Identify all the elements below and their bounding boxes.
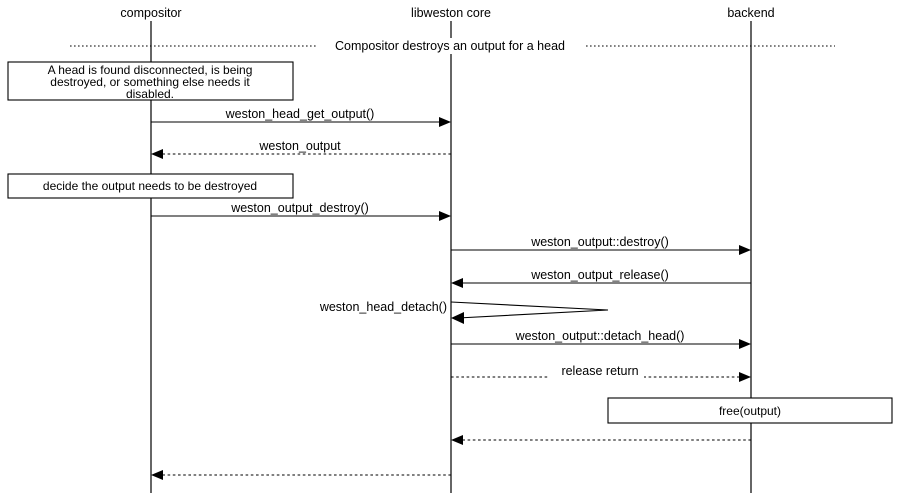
message-weston-head-detach-self-label: weston_head_detach() <box>319 300 447 314</box>
message-release-return-label-backdrop <box>548 365 644 379</box>
message-weston-output-destroy-label: weston_output_destroy() <box>230 201 369 215</box>
separator-text-backdrop <box>316 38 584 54</box>
message-release-return: release return <box>451 364 751 382</box>
note-free-output: free(output) <box>607 397 893 424</box>
message-weston-output-release-arrowhead <box>451 278 463 288</box>
message-backend-return <box>451 435 751 445</box>
message-weston-output-destroy: weston_output_destroy() <box>151 201 451 221</box>
actor-headers: compositor libweston core backend <box>120 6 774 20</box>
note-free-output-box <box>607 397 893 424</box>
message-core-return <box>151 470 451 480</box>
message-weston-output-return-arrowhead <box>151 149 163 159</box>
note-head-disconnected-line-2: destroyed, or something else needs it <box>50 75 250 89</box>
message-weston-output-detach-head-arrowhead <box>739 339 751 349</box>
message-weston-head-get-output: weston_head_get_output() <box>151 107 451 127</box>
note-decide-destroy-line-1: decide the output needs to be destroyed <box>43 179 257 193</box>
message-backend-return-arrowhead <box>451 435 463 445</box>
note-head-disconnected-line-1: A head is found disconnected, is being <box>48 63 253 77</box>
actor-label-backend: backend <box>727 6 774 20</box>
actor-label-compositor: compositor <box>120 6 181 20</box>
message-weston-output-destroy-callback-label: weston_output::destroy() <box>530 235 669 249</box>
note-head-disconnected-line-3: disabled. <box>126 87 174 101</box>
message-weston-output-detach-head-label: weston_output::detach_head() <box>515 329 685 343</box>
note-head-disconnected-box <box>7 61 294 101</box>
note-head-disconnected: A head is found disconnected, is being d… <box>7 61 294 101</box>
message-weston-output-destroy-callback-arrowhead <box>739 245 751 255</box>
message-weston-head-detach-self: weston_head_detach() <box>319 300 609 324</box>
note-decide-destroy: decide the output needs to be destroyed <box>7 173 294 199</box>
message-core-return-arrowhead <box>151 470 163 480</box>
message-weston-output-release: weston_output_release() <box>451 268 751 288</box>
message-weston-head-get-output-arrowhead <box>439 117 451 127</box>
message-weston-head-get-output-label: weston_head_get_output() <box>225 107 375 121</box>
message-weston-output-release-label: weston_output_release() <box>530 268 669 282</box>
separator-title: Compositor destroys an output for a head <box>335 39 565 53</box>
message-weston-output-destroy-arrowhead <box>439 211 451 221</box>
message-weston-output-destroy-callback: weston_output::destroy() <box>451 235 751 255</box>
separator-divider: Compositor destroys an output for a head <box>70 38 835 54</box>
note-decide-destroy-box <box>7 173 294 199</box>
note-free-output-line-1: free(output) <box>719 404 781 418</box>
message-weston-output-detach-head: weston_output::detach_head() <box>451 329 751 349</box>
message-release-return-label: release return <box>561 364 638 378</box>
message-weston-head-detach-self-arrowhead <box>451 312 464 324</box>
message-weston-output-return: weston_output <box>151 139 451 159</box>
actor-label-libweston-core: libweston core <box>411 6 491 20</box>
message-weston-output-return-label: weston_output <box>258 139 341 153</box>
message-weston-head-detach-self-loop <box>450 301 609 319</box>
message-release-return-arrowhead <box>739 372 751 382</box>
